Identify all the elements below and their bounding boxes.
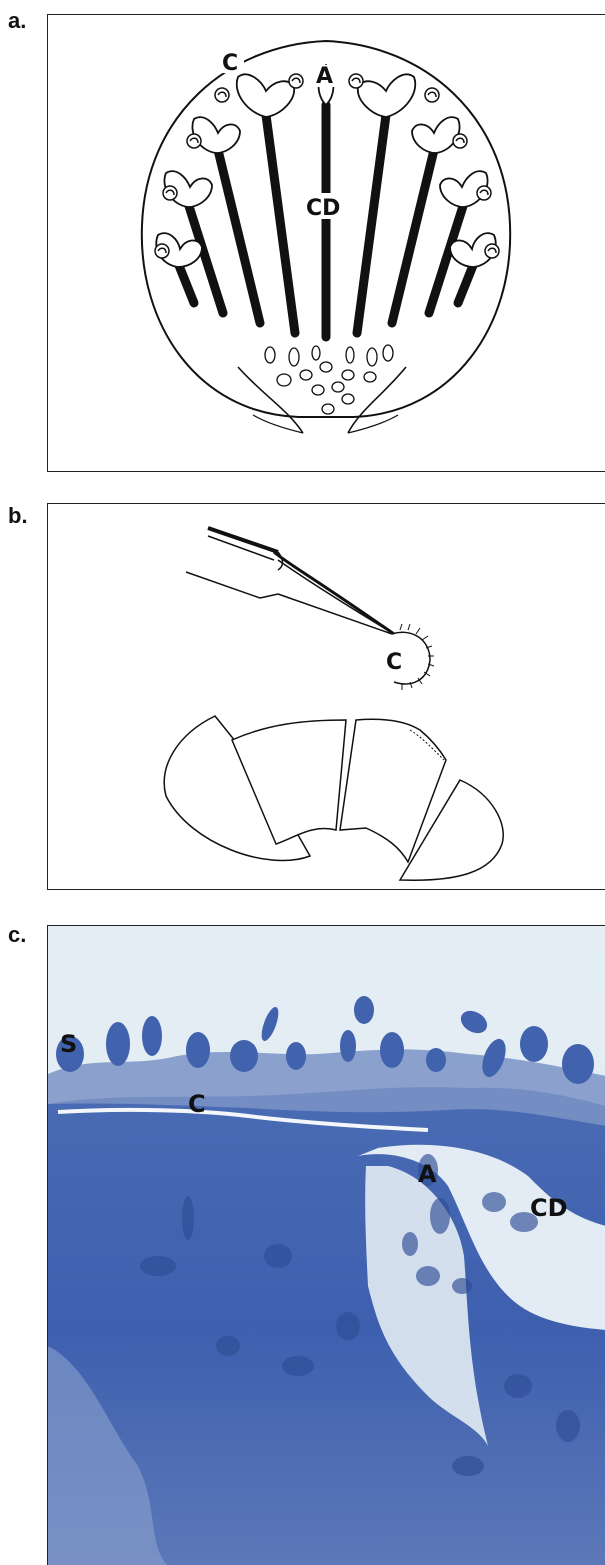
medulla-ovals (265, 345, 393, 414)
panel-a-label: a. (8, 8, 26, 34)
hilum-right-curve (348, 367, 406, 433)
label-collecting-duct: CD (306, 196, 340, 221)
panel-c-micrograph: S C A CD (47, 925, 605, 1565)
label-cortex: C (222, 51, 238, 76)
label-ampulla-c: A (418, 1160, 437, 1188)
kidney-schematic: C A CD (48, 15, 605, 471)
label-ampulla: A (316, 64, 333, 89)
histology-image: S C A CD (48, 926, 605, 1565)
label-stroma: S (60, 1030, 77, 1058)
label-cortex-c: C (188, 1090, 206, 1118)
forceps-instrument (186, 528, 394, 634)
panel-b-diagram: C (47, 503, 605, 890)
panel-b-label: b. (8, 503, 28, 529)
label-collecting-duct-c: CD (530, 1194, 568, 1222)
panel-c-label: c. (8, 922, 26, 948)
dissection-schematic: C (48, 504, 605, 889)
label-cortex-b: C (386, 650, 402, 675)
kidney-segments (164, 716, 503, 880)
panel-a-diagram: C A CD (47, 14, 605, 472)
